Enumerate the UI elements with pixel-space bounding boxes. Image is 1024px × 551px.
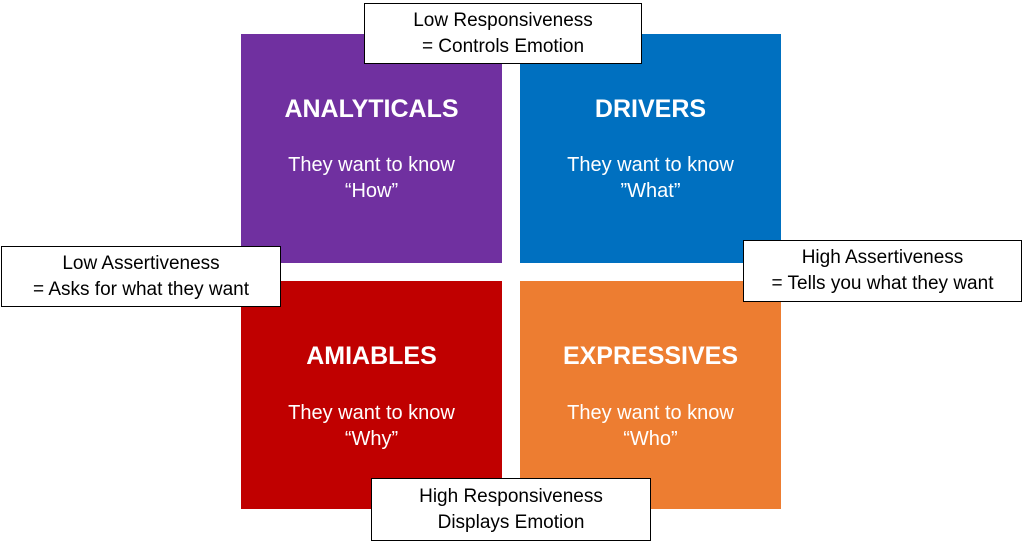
quadrant-description-line1: They want to know [567,154,734,176]
quadrant-expressives: EXPRESSIVES They want to know “Who” [520,281,781,509]
quadrant-drivers: DRIVERS They want to know ”What” [520,34,781,263]
axis-label-line2: Displays Emotion [437,511,585,533]
quadrant-title: EXPRESSIVES [562,342,739,370]
quadrant-description-line2: “Who” [623,428,678,450]
axis-label-low-assertiveness: Low Assertiveness = Asks for what they w… [1,246,281,307]
quadrant-description-line1: They want to know [567,402,734,424]
quadrant-amiables: AMIABLES They want to know “Why” [241,281,502,509]
quadrant-description-line1: They want to know [288,154,455,176]
quadrant-description: They want to know “Who” [520,400,781,452]
quadrant-analyticals: ANALYTICALS They want to know “How” [241,34,502,263]
quadrant-description-line2: “Why” [344,428,399,450]
axis-label-line2: = Controls Emotion [421,35,585,57]
quadrant-description-line2: “How” [344,180,399,202]
axis-label-line2: = Asks for what they want [33,278,249,300]
axis-label-line1: Low Assertiveness [62,252,220,274]
quadrant-description: They want to know “Why” [241,400,502,452]
quadrant-title: DRIVERS [594,95,707,123]
axis-label-line2: = Tells you what they want [771,273,994,294]
quadrant-description-line2: ”What” [620,180,681,202]
quadrant-description: They want to know “How” [241,152,502,204]
quadrant-title: AMIABLES [306,342,437,370]
axis-label-line1: Low Responsiveness [413,9,593,31]
quadrant-description: They want to know ”What” [520,152,781,204]
axis-label-low-responsiveness: Low Responsiveness = Controls Emotion [364,3,642,64]
axis-label-high-assertiveness: High Assertiveness = Tells you what they… [743,240,1022,302]
axis-label-line1: High Responsiveness [419,485,603,507]
quadrant-description-line1: They want to know [288,402,455,424]
quadrant-title: ANALYTICALS [284,95,459,123]
axis-label-high-responsiveness: High Responsiveness Displays Emotion [371,478,651,541]
axis-label-line1: High Assertiveness [801,247,964,268]
